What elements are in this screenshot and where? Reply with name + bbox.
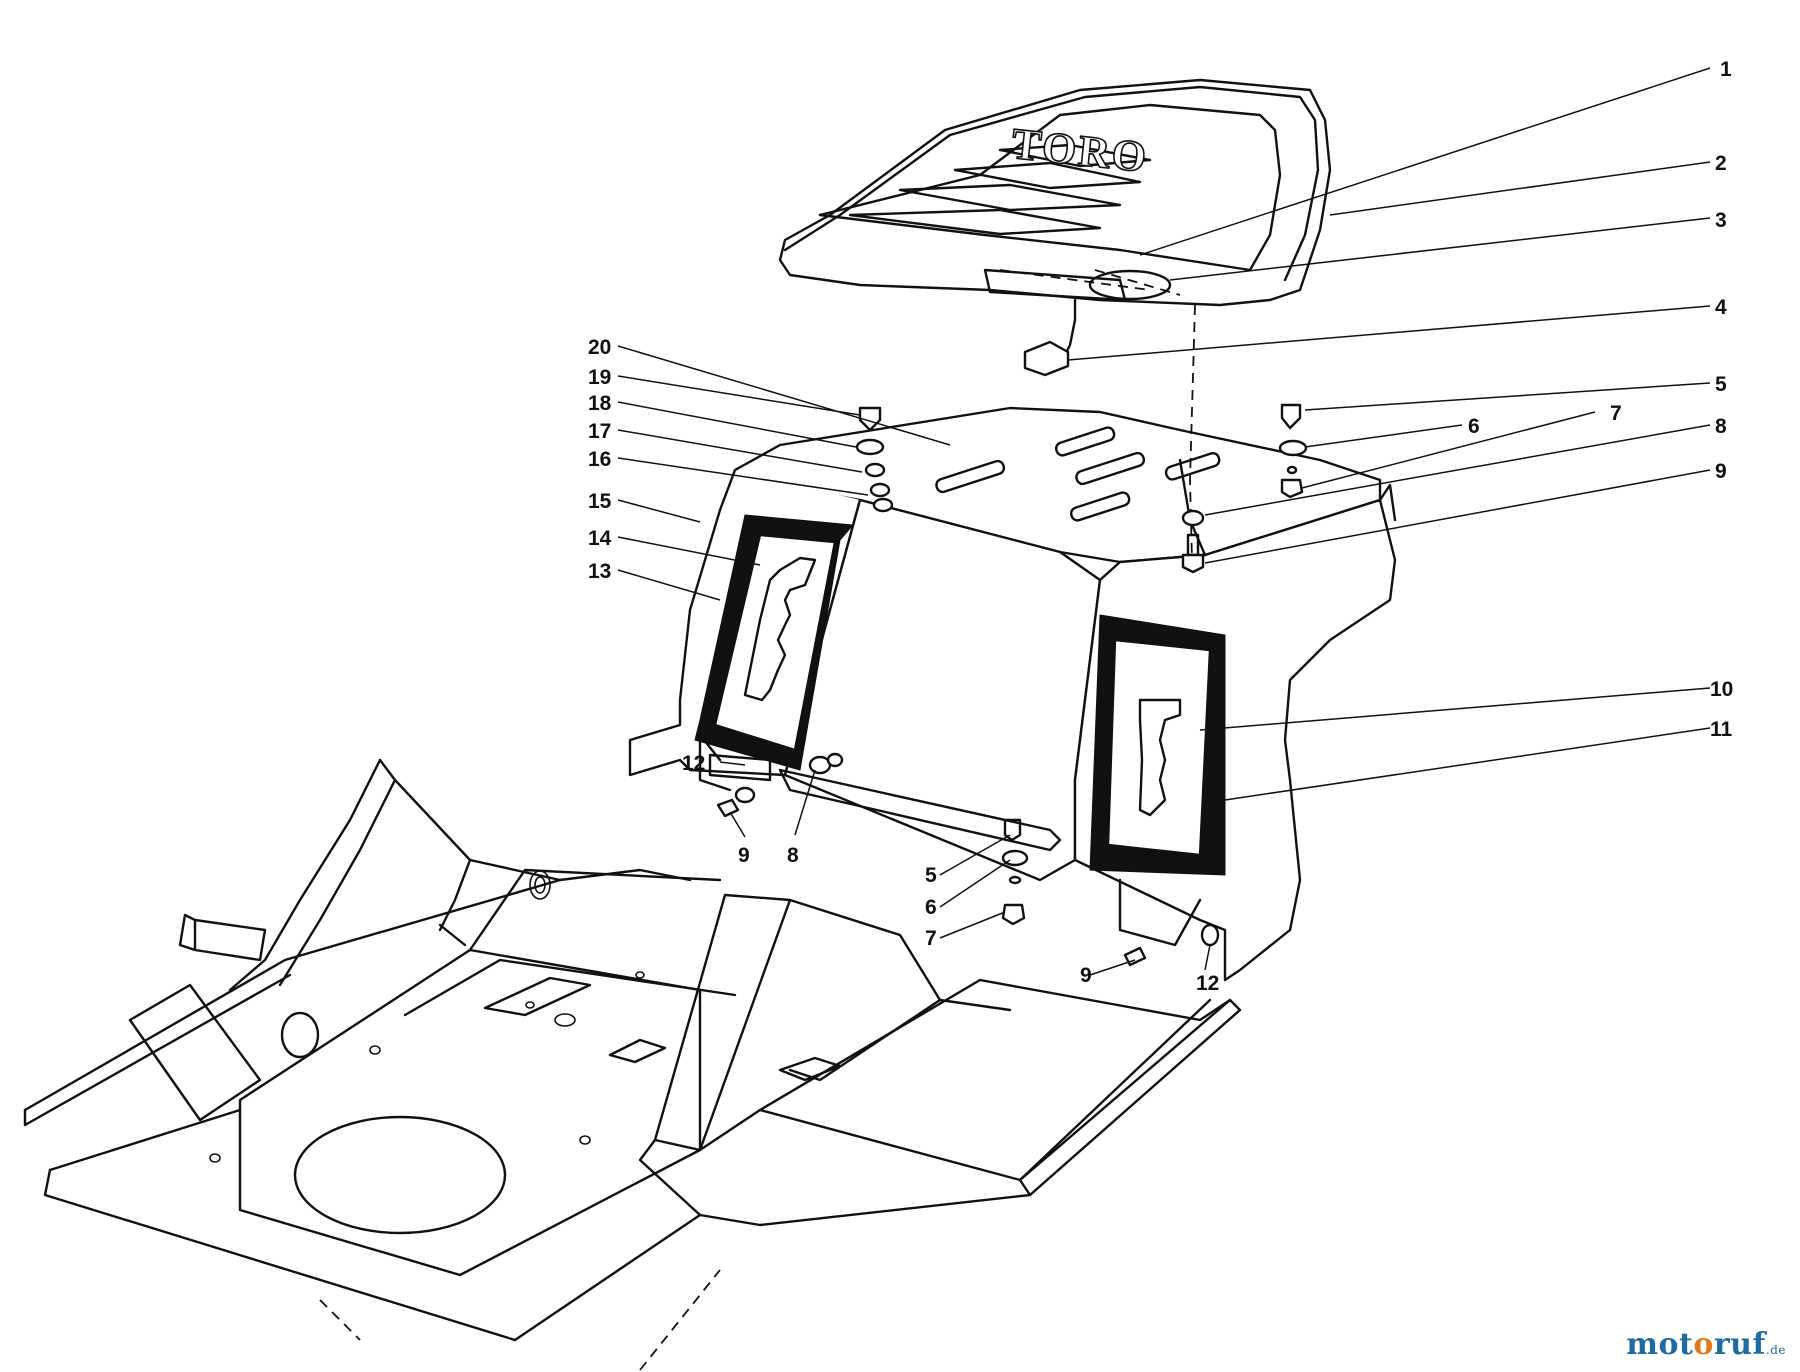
seat-switch-connector	[1023, 298, 1077, 377]
leader-lines	[617, 67, 1711, 976]
callout-17: 17	[588, 420, 611, 443]
callout-4: 4	[1715, 296, 1727, 319]
callout-15: 15	[588, 490, 612, 513]
callout-7: 7	[925, 927, 937, 950]
callout-8: 8	[1715, 415, 1727, 438]
callout-18: 18	[588, 392, 612, 415]
frame-floor-pan	[23, 758, 1242, 1371]
watermark-logo: motoruf.de	[1626, 1327, 1786, 1362]
callout-5: 5	[1715, 373, 1727, 396]
callout-9: 9	[1080, 964, 1092, 987]
callout-2: 2	[1715, 152, 1727, 175]
seat-support-body	[628, 406, 1397, 982]
callout-labels: 1 2 3 4 5 6 7 8 9 10 11 12 13 14 15 16 1…	[588, 58, 1733, 995]
callout-5: 5	[925, 864, 937, 887]
callout-9: 9	[1715, 460, 1727, 483]
callout-3: 3	[1715, 209, 1727, 232]
seat: TORO	[778, 78, 1332, 307]
callout-6: 6	[925, 896, 937, 919]
callout-11: 11	[1710, 718, 1733, 741]
callout-16: 16	[588, 448, 611, 471]
callout-19: 19	[588, 366, 611, 389]
callout-7: 7	[1610, 402, 1622, 425]
callout-9: 9	[738, 844, 750, 867]
callout-20: 20	[588, 336, 611, 359]
callout-14: 14	[588, 527, 612, 550]
callout-12: 12	[1196, 972, 1219, 995]
hardware	[716, 403, 1308, 967]
callout-10: 10	[1710, 678, 1733, 701]
callout-1: 1	[1720, 58, 1732, 81]
callout-6: 6	[1468, 415, 1480, 438]
callout-8: 8	[787, 844, 799, 867]
seat-mount-axis	[1189, 304, 1196, 561]
callout-13: 13	[588, 560, 611, 583]
callout-12: 12	[682, 752, 705, 775]
